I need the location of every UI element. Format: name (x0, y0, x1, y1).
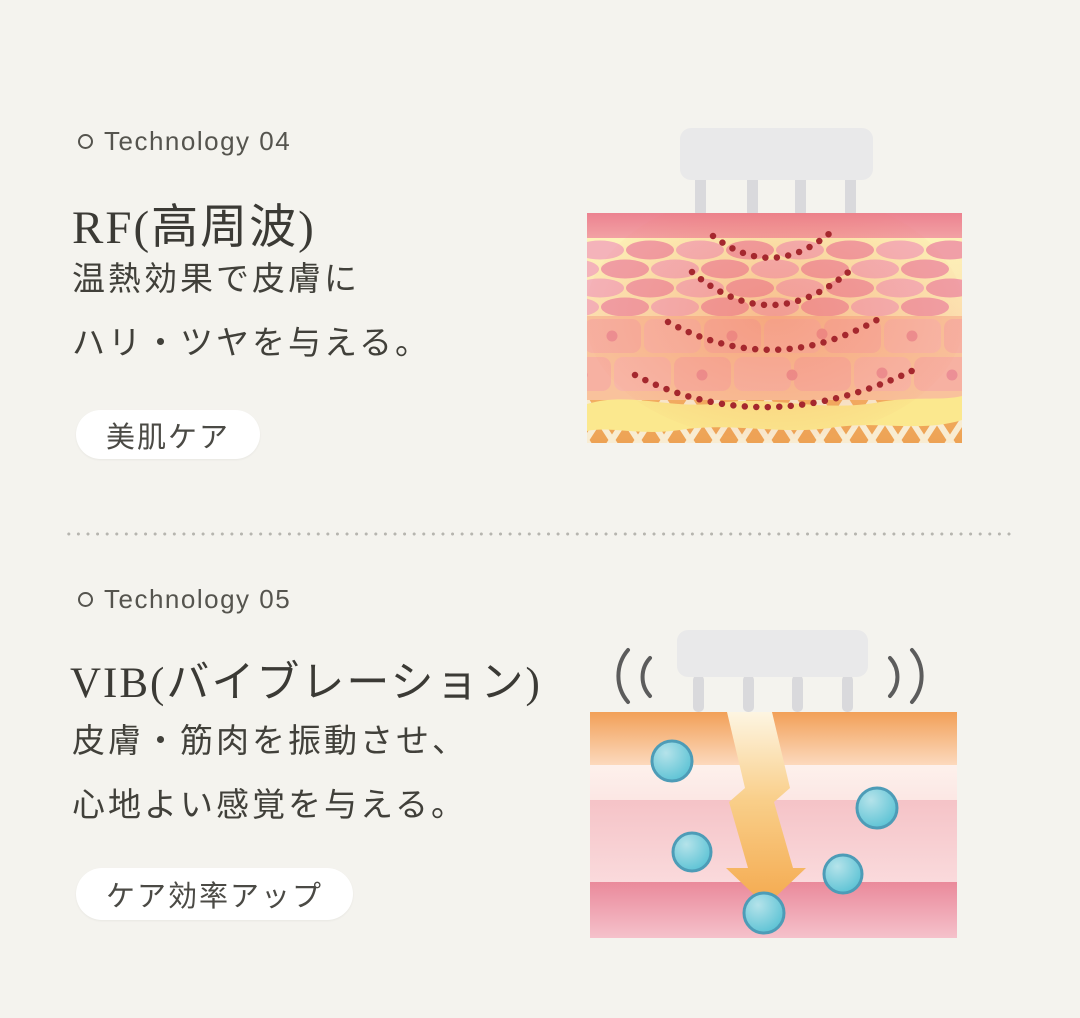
desc-line: ハリ・ツヤを与える。 (72, 326, 432, 362)
rf-wave-dots (631, 229, 924, 411)
section-title-vib: VIB(バイブレーション) (70, 660, 542, 707)
bubble-icons (650, 739, 899, 935)
massage-device-icon (677, 630, 868, 712)
section-description-vib: 皮膚・筋肉を振動させ、 心地よい感覚を与える。 (72, 710, 468, 838)
desc-line: 温熱効果で皮膚に (72, 262, 360, 298)
skin-layers (587, 213, 962, 443)
benefit-badge-care-efficiency: ケア効率アップ (76, 868, 354, 920)
rf-skin-layers-illustration (587, 128, 962, 443)
circle-marker-icon (78, 134, 93, 149)
badge-label: 美肌ケア (106, 421, 231, 454)
dotted-divider (64, 532, 1016, 536)
eyebrow-label: Technology 04 (104, 126, 292, 156)
vibration-arrow-icon (726, 712, 806, 906)
eyebrow-technology-04: Technology 04 (78, 126, 291, 157)
massage-device-icon (680, 128, 873, 217)
desc-line: 皮膚・筋肉を振動させ、 (72, 724, 468, 760)
eyebrow-label: Technology 05 (104, 584, 292, 614)
vibration-skin-illustration (590, 630, 957, 938)
skin-layers (590, 712, 957, 938)
benefit-badge-skin-care: 美肌ケア (76, 410, 261, 459)
section-title-rf: RF(高周波) (72, 202, 316, 254)
vibration-marks-icon (616, 648, 924, 704)
eyebrow-technology-05: Technology 05 (78, 584, 291, 615)
section-description-rf: 温熱効果で皮膚に ハリ・ツヤを与える。 (72, 248, 431, 376)
desc-line: 心地よい感覚を与える。 (72, 788, 468, 824)
badge-label: ケア効率アップ (106, 881, 324, 913)
circle-marker-icon (78, 592, 93, 607)
